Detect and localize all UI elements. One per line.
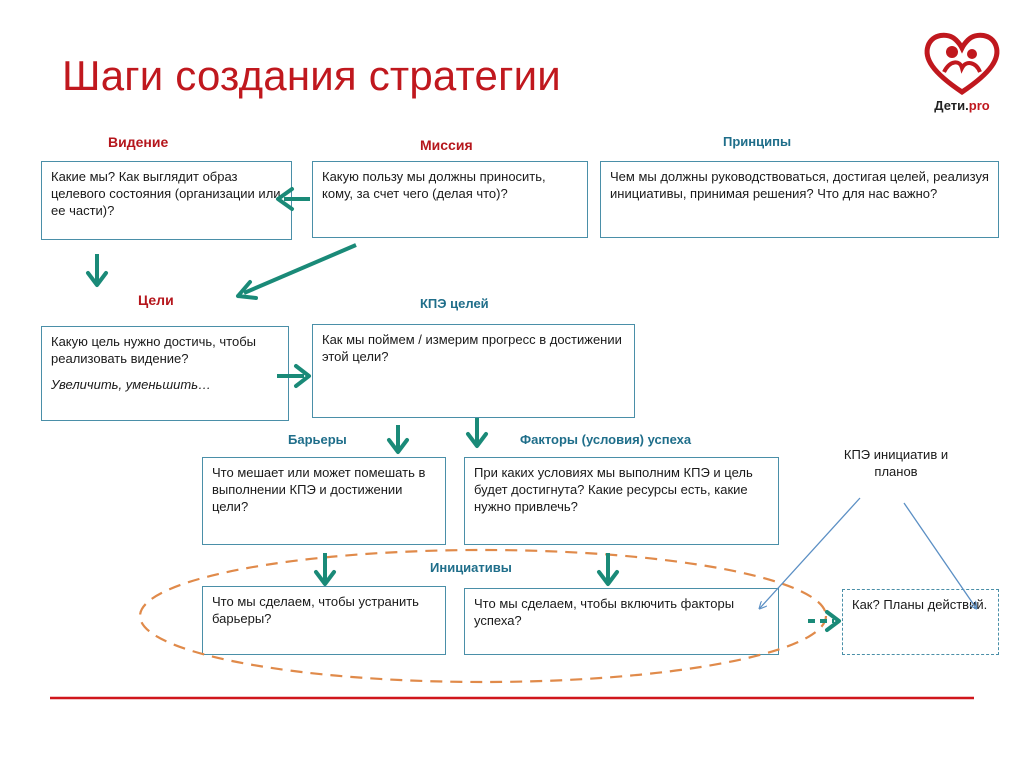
kpi-initiatives-header: КПЭ инициатив и планов bbox=[843, 447, 949, 479]
logo: Дети.pro bbox=[922, 30, 1002, 120]
success-factors-box: При каких условиях мы выполним КПЭ и цел… bbox=[464, 457, 779, 545]
barriers-header: Барьеры bbox=[288, 432, 347, 447]
arrow-goals-to-kpi bbox=[277, 364, 311, 388]
arrow-factors-to-initiative bbox=[597, 553, 619, 586]
principles-header: Принципы bbox=[723, 134, 792, 149]
thin-arrow-to-plans bbox=[903, 502, 976, 608]
principles-box: Чем мы должны руководствоваться, достига… bbox=[600, 161, 999, 238]
kpi-goals-box: Как мы поймем / измерим прогресс в дости… bbox=[312, 324, 635, 418]
arrow-mission-to-goals bbox=[236, 243, 357, 300]
arrow-barriers-to-initiative bbox=[314, 553, 336, 586]
thin-arrow-to-initiatives bbox=[760, 497, 861, 608]
arrow-initiatives-to-plans bbox=[808, 610, 841, 632]
vision-header: Видение bbox=[108, 134, 169, 150]
goals-box-example: Увеличить, уменьшить… bbox=[51, 377, 212, 392]
initiatives-header: Инициативы bbox=[430, 560, 512, 575]
logo-text: Дети.pro bbox=[934, 98, 990, 113]
arrow-kpi-to-barriers bbox=[387, 425, 409, 454]
goals-header: Цели bbox=[138, 292, 174, 308]
arrow-mission-to-vision bbox=[276, 187, 310, 211]
initiatives-ellipse bbox=[138, 548, 828, 684]
barriers-box: Что мешает или может помешать в выполнен… bbox=[202, 457, 446, 545]
heart-logo-icon bbox=[924, 32, 1000, 96]
mission-header: Миссия bbox=[420, 137, 473, 153]
kpi-goals-header: КПЭ целей bbox=[420, 296, 489, 311]
goals-box: Какую цель нужно достичь, чтобы реализов… bbox=[41, 326, 289, 421]
initiative-barriers-box: Что мы сделаем, чтобы устранить барьеры? bbox=[202, 586, 446, 655]
goals-box-text: Какую цель нужно достичь, чтобы реализов… bbox=[51, 334, 257, 366]
vision-box: Какие мы? Как выглядит образ целевого со… bbox=[41, 161, 292, 240]
page-title: Шаги создания стратегии bbox=[62, 52, 561, 99]
arrow-vision-to-goals bbox=[86, 254, 108, 287]
initiative-factors-box: Что мы сделаем, чтобы включить факторы у… bbox=[464, 588, 779, 655]
success-factors-header: Факторы (условия) успеха bbox=[520, 432, 692, 447]
mission-box: Какую пользу мы должны приносить, кому, … bbox=[312, 161, 588, 238]
action-plans-box: Как? Планы действий. bbox=[842, 589, 999, 655]
arrow-kpi-to-factors bbox=[466, 418, 488, 448]
